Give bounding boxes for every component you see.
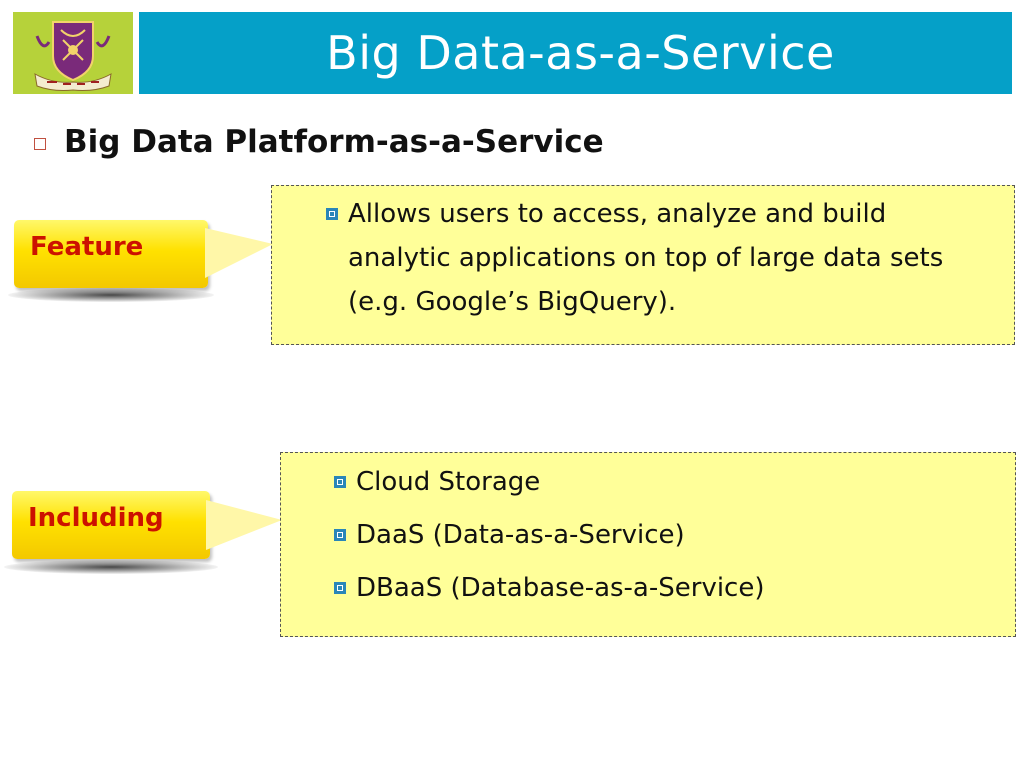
- list-item: Cloud Storage: [334, 460, 540, 504]
- feature-pointer: [205, 228, 273, 278]
- including-pointer: [206, 500, 282, 550]
- including-tag: Including: [12, 491, 210, 559]
- heading-text: Big Data Platform-as-a-Service: [64, 124, 604, 160]
- list-item: DBaaS (Database-as-a-Service): [334, 566, 764, 610]
- feature-item: Allows users to access, analyze and buil…: [326, 192, 986, 324]
- including-tag-label: Including: [28, 503, 164, 533]
- heading: Big Data Platform-as-a-Service: [34, 122, 604, 162]
- including-tag-shadow: [4, 560, 218, 574]
- including-item-text: DBaaS (Database-as-a-Service): [356, 573, 765, 603]
- square-bullet-icon: [326, 208, 338, 220]
- logo: [13, 12, 133, 94]
- square-bullet-icon: [34, 138, 46, 150]
- including-item-text: Cloud Storage: [356, 467, 541, 497]
- title-bar: Big Data-as-a-Service: [139, 12, 1012, 94]
- feature-tag-label: Feature: [30, 232, 144, 262]
- including-item-text: DaaS (Data-as-a-Service): [356, 520, 685, 550]
- slide-title: Big Data-as-a-Service: [326, 26, 835, 80]
- square-bullet-icon: [334, 582, 346, 594]
- feature-text: Allows users to access, analyze and buil…: [348, 199, 944, 317]
- feature-tag: Feature: [14, 220, 208, 288]
- square-bullet-icon: [334, 529, 346, 541]
- feature-tag-shadow: [8, 288, 214, 302]
- university-crest-icon: [34, 21, 112, 91]
- including-box: [280, 452, 1016, 637]
- list-item: DaaS (Data-as-a-Service): [334, 513, 685, 557]
- feature-box: [271, 185, 1015, 345]
- square-bullet-icon: [334, 476, 346, 488]
